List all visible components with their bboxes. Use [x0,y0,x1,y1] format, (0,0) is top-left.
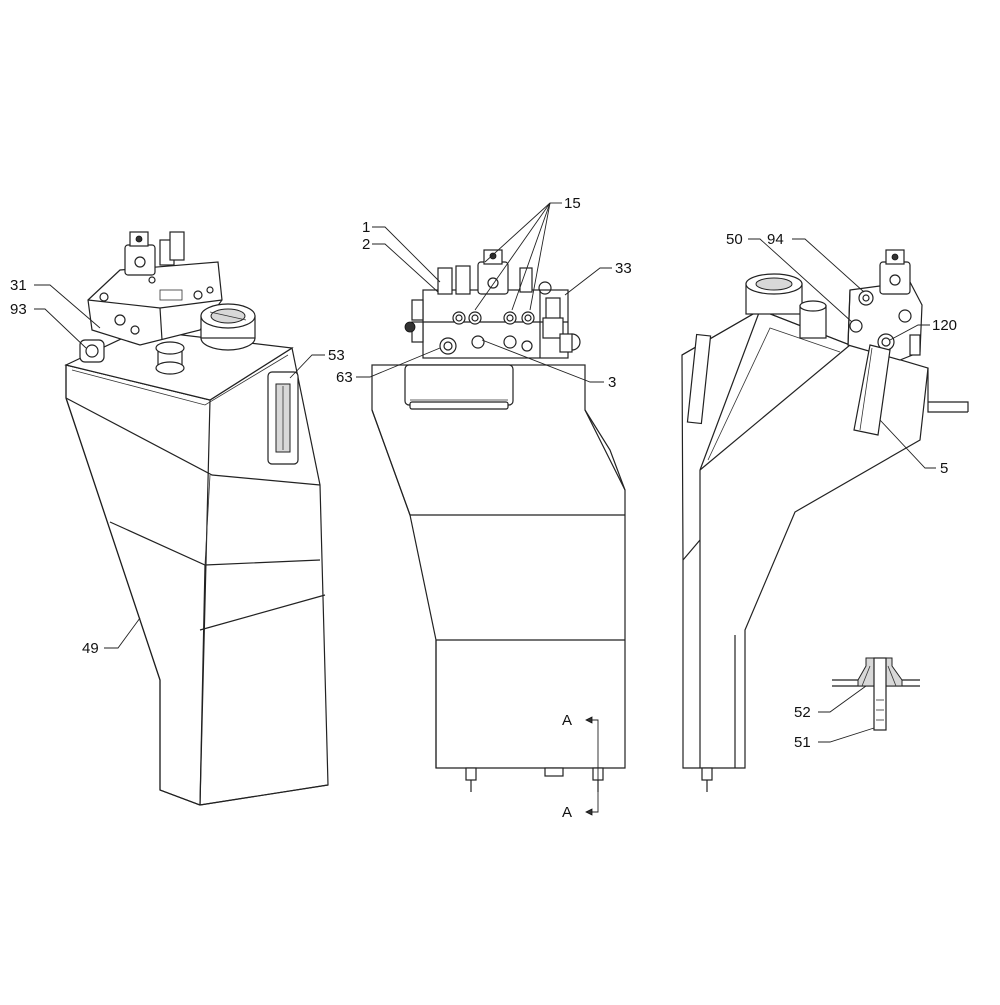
side-access-panel [686,333,712,425]
section-line-a-a: A A [562,712,599,821]
callout-1: 1 [362,219,370,236]
section-mark-bottom: A [562,804,572,821]
valve-manifold-front [404,289,581,359]
mounting-studs-front [465,767,604,792]
callout-49: 49 [82,640,99,657]
valve-manifold-side [847,281,923,361]
callout-33: 33 [615,260,632,277]
callout-2: 2 [362,236,370,253]
fitting-93 [79,339,105,363]
tank-body-side [681,309,969,769]
mounting-stud-side [701,767,713,792]
callout-63: 63 [336,369,353,386]
side-view [681,249,969,792]
callout-labels: 31 93 53 49 1 2 15 33 63 3 50 94 120 5 5… [10,195,957,751]
callout-15: 15 [564,195,581,212]
callout-52: 52 [794,704,811,721]
callout-120: 120 [932,317,957,334]
front-access-panel [404,364,514,410]
solenoid-valve-front [437,249,552,295]
callout-53: 53 [328,347,345,364]
tank-body-front [371,364,626,769]
callout-5: 5 [940,460,948,477]
section-mark-top: A [562,712,572,729]
filler-cap-left [200,303,256,351]
callout-51: 51 [794,734,811,751]
suction-tube-5 [853,344,891,436]
section-detail-a-a [832,657,920,731]
left-isometric-view [64,231,329,806]
solenoid-valve-side [879,249,911,295]
callout-31: 31 [10,277,27,294]
callout-93: 93 [10,301,27,318]
front-view [371,249,626,792]
callout-50: 50 [726,231,743,248]
level-gauge-53 [267,371,299,465]
leader-lines [34,202,936,743]
callout-94: 94 [767,231,784,248]
callout-3: 3 [608,374,616,391]
breather-left [155,341,185,375]
solenoid-valve-left [124,231,185,276]
stud-bolt-51 [873,657,887,731]
filler-cap-side [745,273,827,339]
